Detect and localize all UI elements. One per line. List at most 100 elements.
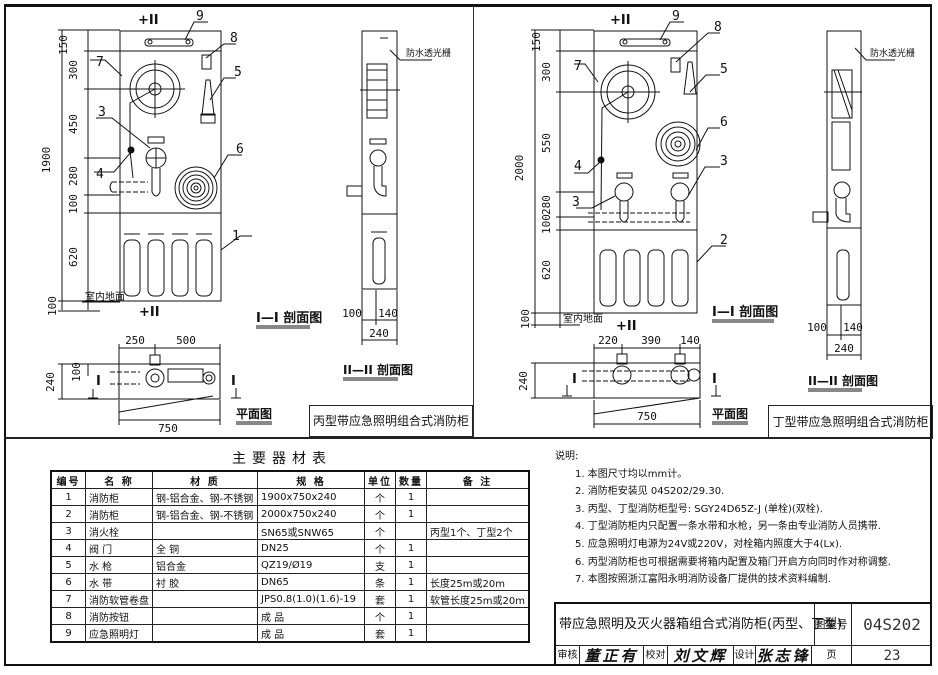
cell-name: 水 枪 [85, 556, 153, 574]
table-row: 9 应急照明灯 成 品 套 1 [50, 624, 530, 643]
cell-note [426, 539, 530, 557]
col-header-no: 编号 [50, 470, 86, 489]
cell-no: 1 [50, 488, 86, 506]
cell-material: 衬 胶 [152, 573, 258, 591]
left-dimension-labels: 150 300 450 280 100 620 100 1900 250 500… [40, 35, 398, 435]
svg-text:室内地面: 室内地面 [563, 312, 603, 325]
table-row: 2 消防柜 钢-铝合金、钢-不锈钢 2000x750x240 个 1 [50, 505, 530, 523]
cell-qty: 1 [395, 488, 427, 506]
svg-text:280: 280 [540, 195, 553, 215]
cell-unit: 个 [364, 539, 396, 557]
svg-text:140: 140 [378, 307, 398, 320]
svg-text:140: 140 [843, 321, 863, 334]
svg-text:3: 3 [720, 154, 728, 169]
svg-text:防水透光栅: 防水透光栅 [406, 47, 451, 59]
cell-note [426, 505, 530, 523]
cell-spec: 成 品 [257, 607, 365, 625]
cell-name: 应急照明灯 [85, 624, 153, 643]
svg-text:II—II 剖面图: II—II 剖面图 [808, 373, 878, 388]
svg-text:2: 2 [720, 233, 728, 248]
signature-row: 审核 董正有 校对 刘文辉 设计 张志锋 页 23 [556, 646, 932, 666]
svg-text:500: 500 [176, 334, 196, 347]
cell-material: 铝合金 [152, 556, 258, 574]
table-row: 5 水 枪 铝合金 QZ19/Ø19 支 1 [50, 556, 530, 574]
table-row: 8 消防按钮 成 品 个 1 [50, 607, 530, 625]
note-item: 7. 本图按照浙江富阳永明消防设备厂提供的技术资料编制. [575, 574, 831, 586]
cell-unit: 个 [364, 488, 396, 506]
svg-text:防水透光栅: 防水透光栅 [870, 47, 915, 59]
page-number: 23 [883, 648, 901, 664]
svg-text:4: 4 [574, 159, 582, 174]
svg-text:240: 240 [834, 342, 854, 355]
cell-no: 9 [50, 624, 86, 643]
svg-text:I: I [712, 372, 717, 387]
cell-note: 长度25m或20m [426, 573, 530, 591]
svg-text:100: 100 [540, 214, 553, 234]
check-label: 校对 [644, 646, 668, 666]
svg-text:280: 280 [67, 166, 80, 186]
table-row: 1 消防柜 钢-铝合金、钢-不锈钢 1900x750x240 个 1 [50, 488, 530, 506]
svg-text:100: 100 [342, 307, 362, 320]
svg-text:100: 100 [519, 309, 532, 329]
cell-unit: 支 [364, 556, 396, 574]
col-header-material: 材 质 [152, 470, 258, 489]
cell-material: 钢-铝合金、钢-不锈钢 [152, 488, 258, 506]
note-item: 4. 丁型消防柜内只配置一条水带和水枪，另一条由专业消防人员携带. [575, 521, 881, 533]
cell-qty: 1 [395, 505, 427, 523]
cell-no: 5 [50, 556, 86, 574]
svg-text:3: 3 [572, 195, 580, 210]
note-item: 1. 本图尺寸均以mm计。 [575, 468, 688, 480]
cell-spec: QZ19/Ø19 [257, 556, 365, 574]
svg-text:5: 5 [720, 62, 728, 77]
cell-qty: 1 [395, 607, 427, 625]
svg-text:I: I [231, 374, 236, 389]
svg-text:100: 100 [70, 362, 83, 382]
cell-no: 8 [50, 607, 86, 625]
svg-text:620: 620 [540, 260, 553, 280]
svg-text:2000: 2000 [513, 155, 526, 182]
cell-name: 消防柜 [85, 505, 153, 523]
svg-text:7: 7 [574, 59, 582, 74]
cell-material [152, 590, 258, 608]
col-header-qty: 数量 [395, 470, 427, 489]
svg-text:4: 4 [96, 167, 104, 182]
svg-text:5: 5 [234, 65, 242, 80]
drawing-title: 带应急照明及灭火器箱组合式消防柜(丙型、丁型) [556, 604, 842, 646]
svg-text:300: 300 [540, 62, 553, 82]
cell-note [426, 556, 530, 574]
cell-no: 7 [50, 590, 86, 608]
cell-material: 全 铜 [152, 539, 258, 557]
table-row: 6 水 带 衬 胶 DN65 条 1 长度25m或20m [50, 573, 530, 591]
cell-name: 消防柜 [85, 488, 153, 506]
svg-text:250: 250 [125, 334, 145, 347]
set-number-label: 图集号 [811, 604, 852, 646]
cell-qty: 1 [395, 539, 427, 557]
left-callouts: 987 534 61 [96, 9, 244, 244]
svg-text:+II: +II [616, 319, 637, 334]
left-drawing-caption: 丙型带应急照明组合式消防柜 [309, 405, 473, 437]
cell-material [152, 607, 258, 625]
cell-qty: 1 [395, 590, 427, 608]
cell-no: 2 [50, 505, 86, 523]
cell-qty [395, 522, 427, 540]
cell-unit: 套 [364, 590, 396, 608]
frame-divider-horizontal [4, 437, 932, 439]
svg-text:300: 300 [67, 60, 80, 80]
design-signature: 张志锋 [756, 646, 812, 666]
set-number: 04S202 [852, 604, 932, 646]
svg-text:240: 240 [517, 371, 530, 391]
cell-qty: 1 [395, 573, 427, 591]
cell-spec: 2000x750x240 [257, 505, 365, 523]
page-label: 页 [812, 646, 852, 666]
materials-table: 编号 名 称 材 质 规 格 单位 数量 备 注 1 消防柜 钢-铝合金、钢-不… [50, 470, 530, 643]
svg-text:平面图: 平面图 [712, 407, 748, 421]
col-header-name: 名 称 [85, 470, 153, 489]
svg-text:8: 8 [230, 31, 238, 46]
table-row: 3 消火栓 SN65或SNW65 个 丙型1个、丁型2个 [50, 522, 530, 540]
review-label: 审核 [556, 646, 580, 666]
right-callouts: 987 564 332 [572, 9, 728, 248]
svg-text:+II: +II [138, 13, 159, 28]
svg-text:150: 150 [57, 35, 70, 55]
cell-spec: DN65 [257, 573, 365, 591]
svg-text:I—I 剖面图: I—I 剖面图 [256, 310, 322, 326]
